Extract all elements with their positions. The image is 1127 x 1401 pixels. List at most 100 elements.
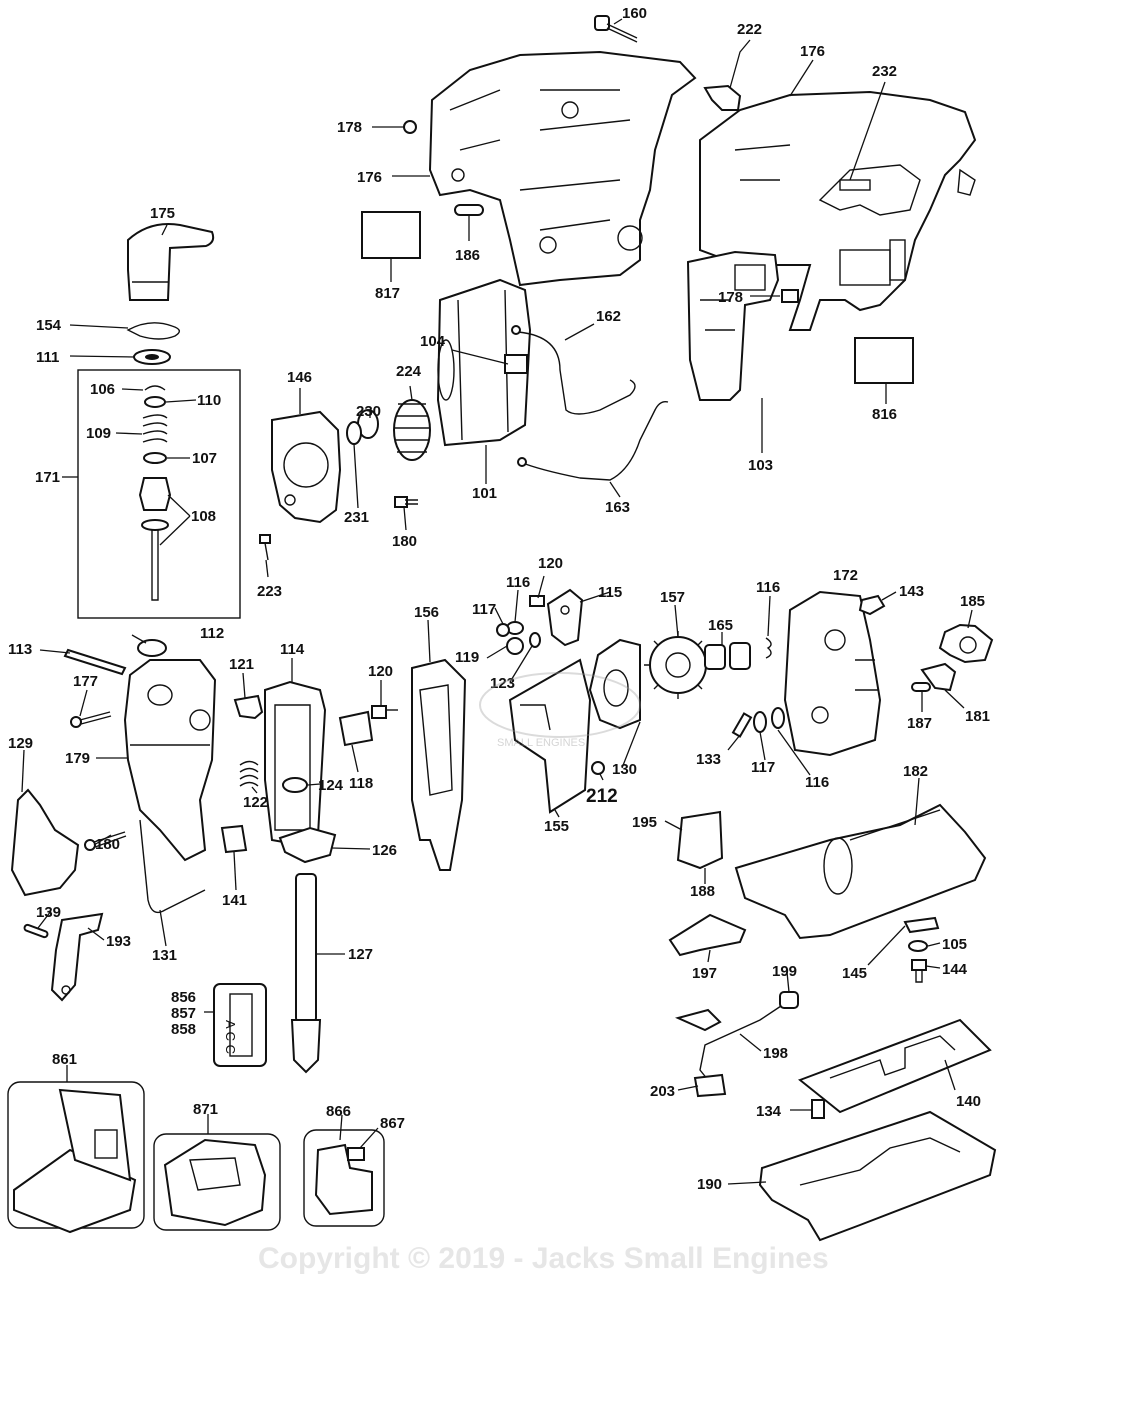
- label-866: 866: [326, 1103, 351, 1120]
- gasket-logo-area: [588, 638, 641, 730]
- label-133: 133: [696, 751, 721, 768]
- label-143: 143: [899, 583, 924, 600]
- label-175: 175: [150, 205, 175, 222]
- brush-holder-104: [504, 354, 528, 374]
- gearcase-179: [123, 659, 217, 862]
- lever-193: [50, 912, 104, 1002]
- label-141: 141: [222, 892, 247, 909]
- screw-177: [70, 711, 112, 728]
- label-171: 171: [35, 469, 60, 486]
- rod-198: [699, 999, 791, 1086]
- spring-116b: [765, 637, 772, 659]
- label-867: 867: [380, 1115, 405, 1132]
- washer-105: [908, 940, 928, 952]
- pin-139: [23, 923, 49, 939]
- label-107: 107: [192, 450, 217, 467]
- label-187: 187: [907, 715, 932, 732]
- washer-124: [282, 777, 308, 793]
- label-185: 185: [960, 593, 985, 610]
- guide-197: [668, 913, 747, 957]
- label-122: 122: [243, 794, 268, 811]
- pin-133: [731, 712, 753, 738]
- bearing-165: [704, 642, 751, 670]
- label-223: 223: [257, 583, 282, 600]
- tag-856-858: [213, 983, 267, 1067]
- shoe-plate-140: [798, 1018, 992, 1114]
- pin-113: [63, 648, 127, 676]
- screw-134: [811, 1099, 825, 1119]
- label-230: 230: [356, 403, 381, 420]
- label-162: 162: [596, 308, 621, 325]
- lever-181: [920, 662, 957, 692]
- label-182: 182: [903, 763, 928, 780]
- label-127: 127: [348, 946, 373, 963]
- label-157: 157: [660, 589, 685, 606]
- clip-222: [703, 84, 742, 111]
- label-193: 193: [106, 933, 131, 950]
- label-856: 856: [171, 989, 196, 1006]
- screw-180a: [394, 496, 418, 508]
- label-123: 123: [490, 675, 515, 692]
- label-176b: 176: [357, 169, 382, 186]
- base-190: [758, 1110, 997, 1242]
- motor-101: [436, 278, 532, 447]
- screw-144: [911, 959, 927, 983]
- spring-clip-154: [126, 322, 180, 340]
- logo-text: SMALL ENGINES: [497, 737, 585, 749]
- label-871: 871: [193, 1101, 218, 1118]
- pin-120a: [529, 595, 545, 607]
- label-172: 172: [833, 567, 858, 584]
- charger-871: [153, 1133, 281, 1231]
- clamp-121: [233, 694, 264, 720]
- washer-112: [137, 639, 167, 657]
- label-101: 101: [472, 485, 497, 502]
- bracket-155: [508, 658, 592, 814]
- label-115: 115: [598, 584, 622, 601]
- pin-186: [454, 204, 484, 216]
- battery-866: [303, 1129, 385, 1227]
- plunger-rod-127: [290, 873, 322, 1074]
- cap-199: [779, 991, 799, 1009]
- label-117a: 117: [472, 601, 496, 618]
- spring-123: [529, 632, 541, 648]
- clip-118: [338, 710, 374, 747]
- label-212: 212: [586, 786, 618, 807]
- label-118: 118: [349, 775, 373, 792]
- label-120b: 120: [368, 663, 393, 680]
- label-186: 186: [455, 247, 480, 264]
- washer-116c: [771, 707, 785, 729]
- label-105: 105: [942, 936, 967, 953]
- switch-103: [686, 250, 780, 401]
- copyright-watermark: Copyright © 2019 - Jacks Small Engines: [258, 1242, 829, 1275]
- screw-178b: [781, 289, 799, 303]
- label-119: 119: [455, 649, 479, 666]
- washer-117b: [753, 711, 767, 733]
- label-199: 199: [772, 963, 797, 980]
- washer-111: [133, 349, 171, 365]
- label-198: 198: [763, 1045, 788, 1062]
- label-195: 195: [632, 814, 657, 831]
- label-179: 179: [65, 750, 90, 767]
- spring-122: [239, 760, 259, 787]
- label-111: 111: [36, 349, 59, 366]
- wire-162: [511, 325, 636, 415]
- label-188: 188: [690, 883, 715, 900]
- label-117b: 117: [751, 759, 775, 776]
- label-857: 857: [171, 1005, 196, 1022]
- label-224: 224: [396, 363, 422, 380]
- cap-867: [347, 1147, 365, 1161]
- bushing-119: [506, 637, 524, 655]
- leader-lines: [21, 18, 973, 1185]
- label-154: 154: [36, 317, 62, 334]
- clip-141: [220, 824, 248, 854]
- label-113: 113: [8, 641, 32, 658]
- carrier-114: [264, 680, 327, 847]
- kit-tag-text: A C C: [223, 1020, 238, 1054]
- screw-180b: [84, 831, 127, 851]
- label-126: 126: [372, 842, 397, 859]
- guard-129: [10, 788, 80, 897]
- label-120a: 120: [538, 555, 563, 572]
- label-178a: 178: [337, 119, 362, 136]
- label-197: 197: [692, 965, 717, 982]
- label-181: 181: [965, 708, 990, 725]
